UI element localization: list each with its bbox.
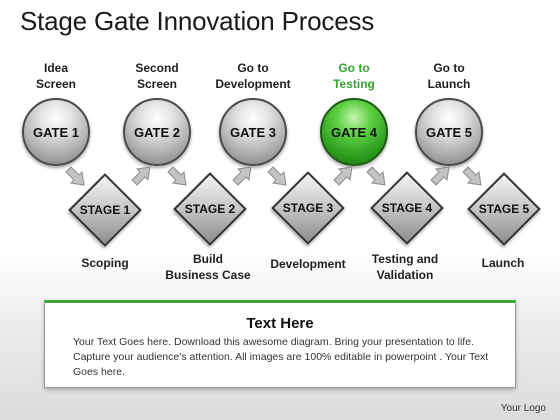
stage-5: STAGE 5 (466, 171, 542, 247)
stage-4: STAGE 4 (369, 170, 445, 246)
stage-1: STAGE 1 (67, 172, 143, 248)
gate-3-name: GATE 3 (230, 124, 276, 140)
stage-3-label: Development (248, 256, 368, 272)
stage-5-name: STAGE 5 (478, 202, 530, 216)
stage-3-label-line1: Development (270, 257, 346, 271)
stage-4-name: STAGE 4 (381, 201, 433, 215)
gate-1-label-line1: Idea (43, 61, 68, 75)
gate-5-label-line2: Launch (427, 77, 471, 91)
gate-5-label: Go to Launch (394, 60, 504, 92)
stage-1-label: Scoping (45, 255, 165, 271)
gate-2-name: GATE 2 (134, 124, 180, 140)
gate-2-label: Second Screen (102, 60, 212, 92)
gate-1-label: Idea Screen (1, 60, 111, 92)
stage-5-label: Launch (443, 255, 560, 271)
arrow-up-right-icon (333, 166, 353, 186)
stage-2-name: STAGE 2 (184, 202, 236, 216)
gate-5-name: GATE 5 (426, 124, 472, 140)
gate-1-label-line2: Screen (35, 77, 77, 91)
text-box-body: Your Text Goes here. Download this aweso… (73, 336, 489, 378)
gate-2-label-line1: Second (135, 61, 179, 75)
gate-3-label: Go to Development (198, 60, 308, 92)
stage-2: STAGE 2 (172, 171, 248, 247)
gate-4: GATE 4 (320, 98, 388, 166)
gate-4-name: GATE 4 (331, 124, 377, 140)
gate-1: GATE 1 (22, 98, 90, 166)
stage-4-label: Testing and Validation (345, 251, 465, 283)
gate-2: GATE 2 (123, 98, 191, 166)
stage-2-label-line2: Business Case (165, 268, 251, 282)
page-title: Stage Gate Innovation Process (20, 6, 375, 36)
gate-1-name: GATE 1 (33, 124, 79, 140)
gate-4-label: Go to Testing (299, 60, 409, 92)
logo-text: Your Logo (500, 403, 546, 414)
arrow-down-right-icon (462, 166, 482, 186)
gate-3: GATE 3 (219, 98, 287, 166)
gate-5-label-line1: Go to (433, 61, 465, 75)
arrow-up-right-icon (232, 166, 252, 186)
text-box-title: Text Here (246, 315, 314, 332)
stage-3-name: STAGE 3 (282, 201, 334, 215)
gate-3-label-line1: Go to (237, 61, 269, 75)
arrow-up-right-icon (131, 166, 151, 186)
gate-3-label-line2: Development (215, 77, 291, 91)
gate-2-label-line2: Screen (136, 77, 178, 91)
stage-2-label: Build Business Case (148, 251, 268, 283)
stage-4-label-line1: Testing and (371, 252, 439, 266)
stage-3: STAGE 3 (270, 170, 346, 246)
gate-4-label-line2: Testing (333, 77, 375, 91)
text-box: Text Here Your Text Goes here. Download … (44, 300, 516, 388)
arrow-up-right-icon (430, 166, 450, 186)
arrow-down-right-icon (65, 166, 85, 186)
gate-5: GATE 5 (415, 98, 483, 166)
stage-1-label-line1: Scoping (81, 256, 129, 270)
stage-1-name: STAGE 1 (79, 203, 131, 217)
arrow-down-right-icon (167, 166, 187, 186)
gate-4-label-line1: Go to (338, 61, 370, 75)
arrow-down-right-icon (366, 166, 386, 186)
arrow-down-right-icon (267, 166, 287, 186)
stage-2-label-line1: Build (193, 252, 223, 266)
stage-4-label-line2: Validation (376, 268, 434, 282)
stage-5-label-line1: Launch (481, 256, 525, 270)
